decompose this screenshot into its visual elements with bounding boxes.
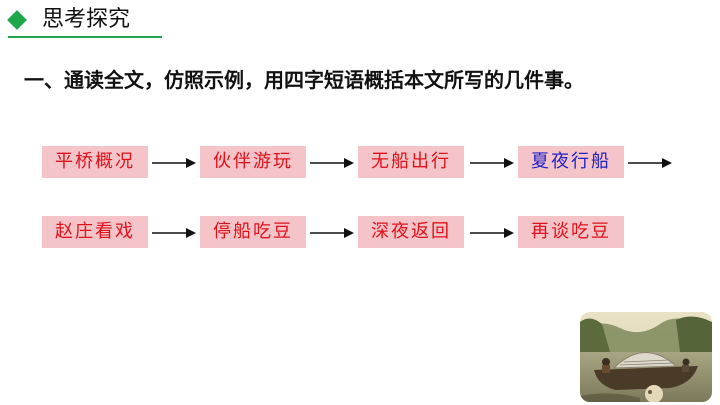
arrow-right-icon [310, 226, 354, 240]
event-box-8: 再谈吃豆 [518, 216, 624, 248]
event-box-7: 深夜返回 [358, 216, 464, 248]
event-box-5: 赵庄看戏 [42, 216, 148, 248]
arrow-right-icon [310, 156, 354, 170]
section-header: 思考探究 [7, 6, 162, 38]
event-box-6: 停船吃豆 [200, 216, 306, 248]
arrow-right-icon [470, 226, 514, 240]
arrow-right-icon [152, 156, 196, 170]
arrow-right-icon [628, 156, 672, 170]
arrow-right-icon [152, 226, 196, 240]
boat-painting-image [580, 312, 712, 402]
diamond-icon [7, 10, 27, 30]
event-box-3: 无船出行 [358, 146, 464, 178]
question-text: 一、通读全文，仿照示例，用四字短语概括本文所写的几件事。 [24, 68, 584, 92]
arrow-right-icon [470, 156, 514, 170]
event-box-1: 平桥概况 [42, 146, 148, 178]
section-title: 思考探究 [42, 7, 131, 32]
event-box-4: 夏夜行船 [518, 146, 624, 178]
header-underline [8, 36, 162, 38]
event-box-2: 伙伴游玩 [200, 146, 306, 178]
